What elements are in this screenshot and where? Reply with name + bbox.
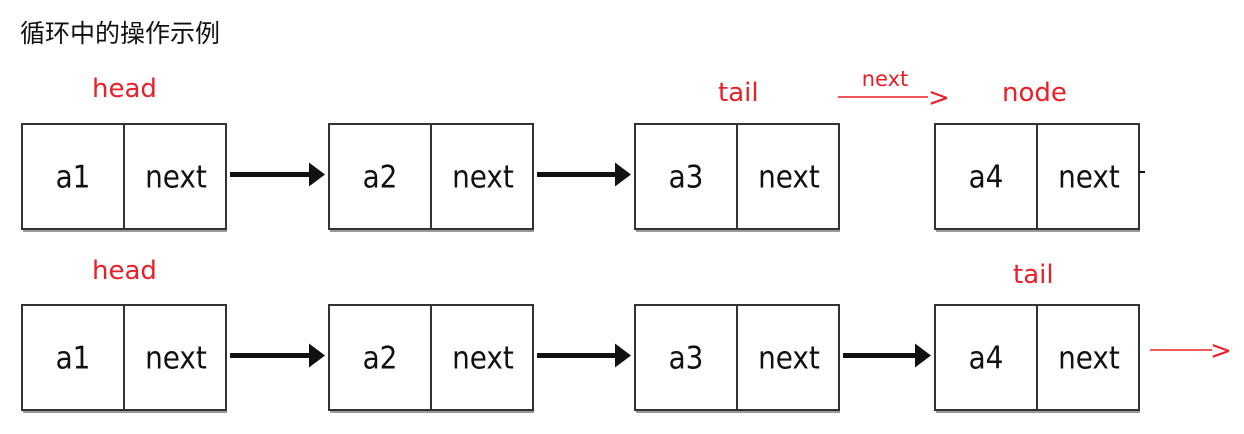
row2-node-3-value: a3	[669, 341, 704, 377]
diagram-title: 循环中的操作示例	[20, 19, 221, 48]
row1-node-1-pointer: next	[145, 160, 207, 196]
row1-tail-label: tail	[718, 78, 759, 108]
row2-node-2-value: a2	[363, 341, 398, 377]
row1-node-label: node	[1002, 78, 1067, 108]
row2-head-label: head	[92, 256, 157, 286]
row1-node-4-pointer: next	[1058, 160, 1120, 196]
row2-node-4-pointer: next	[1058, 341, 1120, 377]
row2-trailing-arrow-head: >	[1210, 336, 1232, 366]
row2-tail-label: tail	[1013, 260, 1054, 290]
row1-node-1-value: a1	[56, 160, 91, 196]
row2-node-1-value: a1	[56, 341, 91, 377]
row2-node-3-pointer: next	[758, 341, 820, 377]
row1-next-arrow-head: >	[928, 83, 950, 113]
row1-arrow-2-3-head	[615, 162, 631, 187]
row2-node-4-value: a4	[969, 341, 1004, 377]
row1-node-4-value: a4	[969, 160, 1004, 196]
row1-node-3-pointer: next	[758, 160, 820, 196]
row2-arrow-2-3-head	[615, 343, 631, 368]
row2-node-2-pointer: next	[452, 341, 514, 377]
row1-next-arrow-label: next	[862, 67, 909, 91]
row2-node-1-pointer: next	[145, 341, 207, 377]
row1-node-2-pointer: next	[452, 160, 514, 196]
row1-arrow-1-2-head	[309, 162, 325, 187]
row1-head-label: head	[92, 74, 157, 104]
row2-arrow-3-4-head	[915, 343, 931, 368]
row1-node-2-value: a2	[363, 160, 398, 196]
row1-node-3-value: a3	[669, 160, 704, 196]
row2-arrow-1-2-head	[309, 343, 325, 368]
